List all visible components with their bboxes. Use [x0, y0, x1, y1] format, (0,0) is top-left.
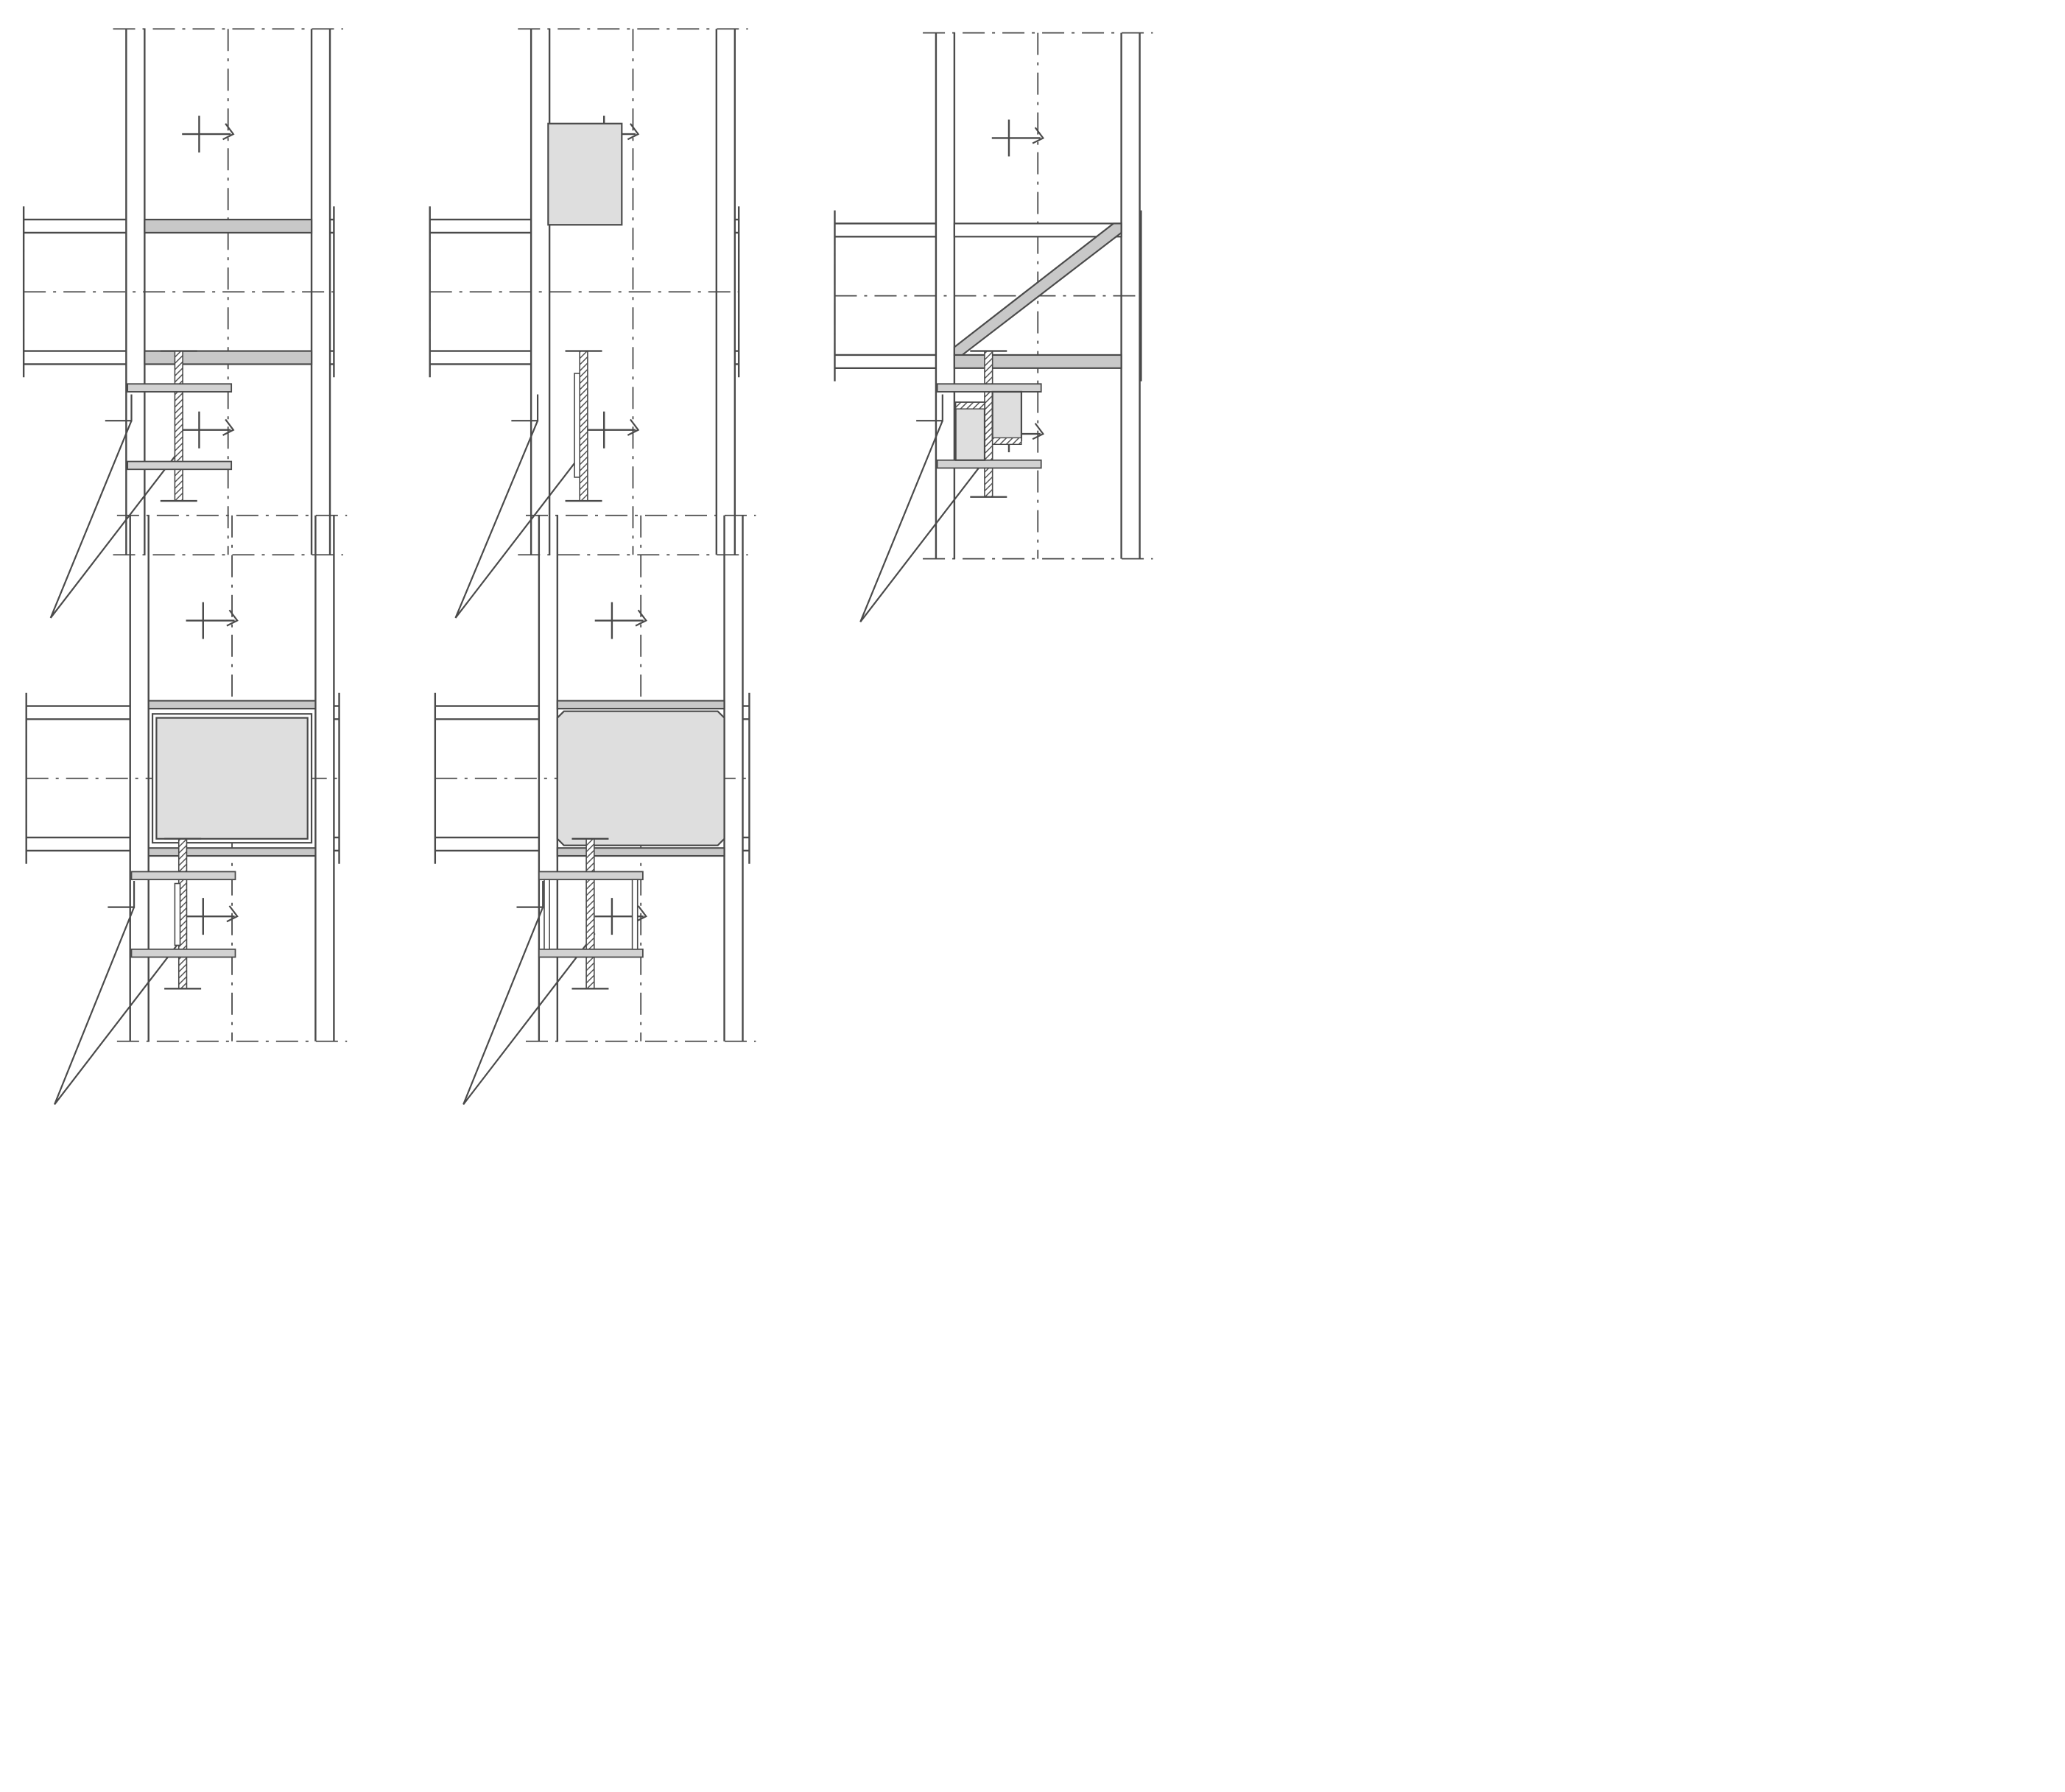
stiffener-hatch	[991, 437, 1022, 446]
section-mark-arrow	[1032, 127, 1045, 144]
leader-arrowhead	[916, 394, 943, 422]
doubler-plate	[155, 717, 309, 840]
stiffener-plate	[556, 847, 725, 857]
section-mark-arrow	[635, 609, 647, 627]
detail-d3	[834, 32, 1153, 622]
column-web-section	[585, 838, 595, 990]
doubler-plate-section	[574, 373, 580, 478]
column-web-section	[984, 350, 993, 498]
stiffener-plate	[556, 700, 725, 710]
section-mark-arrow	[627, 418, 640, 436]
detail-d1	[22, 28, 343, 619]
leader-line	[49, 420, 183, 619]
stiffener-plate	[144, 218, 313, 234]
stiffener-section	[936, 383, 1042, 393]
box-side-plate	[543, 879, 550, 950]
leader-arrowhead	[511, 394, 539, 422]
stiffener-section	[127, 460, 233, 471]
stiffener-box-lower	[954, 401, 986, 461]
section-mark-arrow	[1032, 423, 1045, 440]
section-mark-arrow	[222, 123, 235, 141]
leader-arrowhead	[516, 880, 544, 908]
stiffener-section	[538, 948, 644, 958]
detail-d5	[434, 514, 756, 1106]
detail-d4	[25, 514, 348, 1106]
diagonal-stiffener	[953, 222, 1122, 356]
stiffener-section	[130, 871, 236, 881]
box-plate	[556, 710, 725, 846]
stiffener-plate	[953, 222, 1122, 238]
stiffener-box-upper	[991, 390, 1023, 442]
leader-arrowhead	[105, 394, 133, 422]
section-mark-arrow	[635, 905, 647, 923]
detail-d2	[429, 28, 748, 619]
stiffener-section	[127, 383, 233, 393]
section-mark-arrow	[226, 609, 239, 627]
stiffener-plate	[147, 700, 317, 710]
stiffener-section	[936, 459, 1042, 469]
section-mark-arrow	[226, 905, 239, 923]
leader-line	[54, 907, 187, 1106]
leader-line	[859, 420, 993, 622]
stiffener-section	[130, 948, 236, 958]
leader-arrowhead	[108, 880, 136, 908]
section-mark-arrow	[627, 123, 640, 141]
leader-line	[462, 907, 596, 1106]
stiffener-hatch	[954, 401, 985, 410]
doubler-plate	[547, 122, 623, 226]
leader-line	[454, 420, 588, 619]
stiffener-plate	[144, 350, 313, 365]
box-side-plate	[631, 879, 639, 950]
stiffener-plate	[953, 354, 1122, 369]
column-web-section	[579, 350, 588, 502]
doubler-plate-section	[174, 882, 181, 946]
column-web-section	[174, 350, 183, 502]
stiffener-section	[538, 871, 644, 881]
section-mark-arrow	[222, 418, 235, 436]
stiffener-plate	[147, 847, 317, 857]
